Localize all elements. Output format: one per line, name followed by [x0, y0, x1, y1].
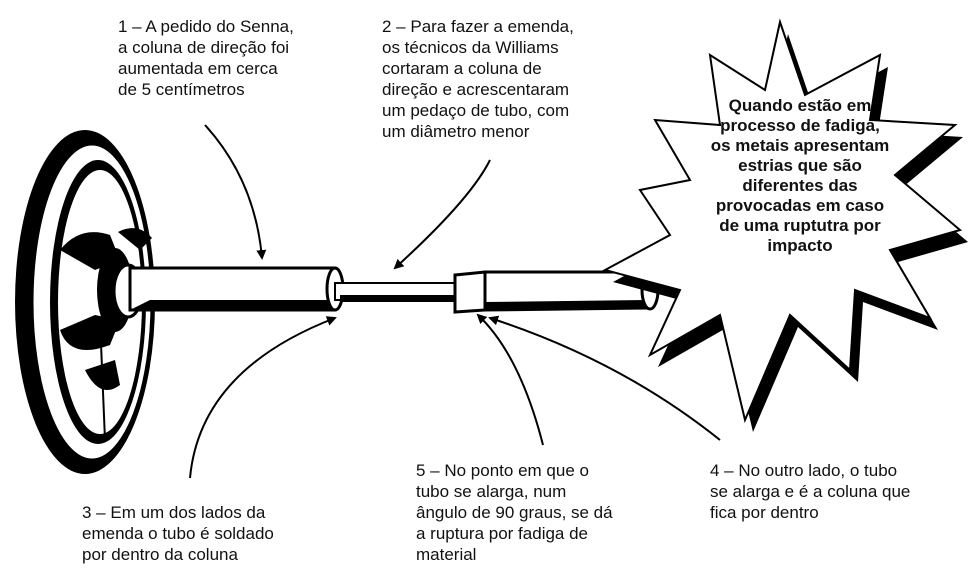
note-5-line: tubo se alarga, num	[416, 482, 567, 501]
arrow-note-3	[189, 316, 337, 479]
callout-line: de uma ruptutra por	[719, 216, 881, 235]
callout-line: estrias que são	[738, 156, 862, 175]
callout-line: provocadas em caso	[715, 196, 885, 215]
starburst-callout-shape	[602, 18, 968, 432]
note-2-line: direção e acrescentaram	[382, 80, 570, 99]
note-2-line: cortaram a coluna de	[382, 59, 542, 78]
note-2: 2 – Para fazer a emenda, os técnicos da …	[382, 16, 574, 142]
callout-line: os metais apresentam	[710, 136, 890, 155]
note-5-line: 5 – No ponto em que o	[416, 461, 589, 480]
note-2-line: 2 – Para fazer a emenda,	[382, 17, 574, 36]
note-1-line: de 5 centímetros	[118, 80, 245, 99]
callout-line: impacto	[767, 236, 833, 255]
note-5: 5 – No ponto em que o tubo se alarga, nu…	[416, 460, 613, 565]
note-1: 1 – A pedido do Senna, a coluna de direç…	[118, 16, 294, 100]
callout-line: processo de fadiga,	[720, 116, 880, 135]
note-3-line: 3 – Em um dos lados da	[82, 503, 266, 522]
note-4-line: se alarga e é a coluna que	[710, 482, 911, 501]
inserted-tube	[334, 282, 466, 302]
note-2-line: um diâmetro menor	[382, 122, 530, 141]
note-4-line: 4 – No outro lado, o tubo	[710, 461, 898, 480]
note-1-line: aumentada em cerca	[118, 59, 278, 78]
callout-text: Quando estão em processo de fadiga, os m…	[700, 96, 900, 256]
note-5-line: a ruptura por fadiga de	[416, 524, 589, 543]
note-3: 3 – Em um dos lados da emenda o tubo é s…	[82, 502, 274, 565]
note-1-line: a coluna de direção foi	[118, 38, 290, 57]
note-5-line: ângulo de 90 graus, se dá	[416, 503, 613, 522]
note-4-line: fica por dentro	[710, 503, 819, 522]
note-1-line: 1 – A pedido do Senna,	[118, 17, 294, 36]
callout-line: Quando estão em	[728, 96, 872, 115]
note-3-line: por dentro da coluna	[82, 545, 238, 564]
note-3-line: emenda o tubo é soldado	[82, 524, 274, 543]
steering-wheel	[15, 130, 155, 474]
arrow-note-5	[476, 313, 544, 446]
note-5-line: material	[416, 545, 477, 564]
note-2-line: os técnicos da Williams	[382, 38, 559, 57]
note-2-line: um pedaço de tubo, com	[382, 101, 570, 120]
note-4: 4 – No outro lado, o tubo se alarga e é …	[710, 460, 910, 523]
callout-line: diferentes das	[742, 176, 858, 195]
arrow-note-1	[204, 124, 267, 260]
steering-column-left-tube	[128, 266, 345, 312]
arrow-note-2	[393, 159, 491, 270]
arrow-note-4	[488, 315, 721, 441]
